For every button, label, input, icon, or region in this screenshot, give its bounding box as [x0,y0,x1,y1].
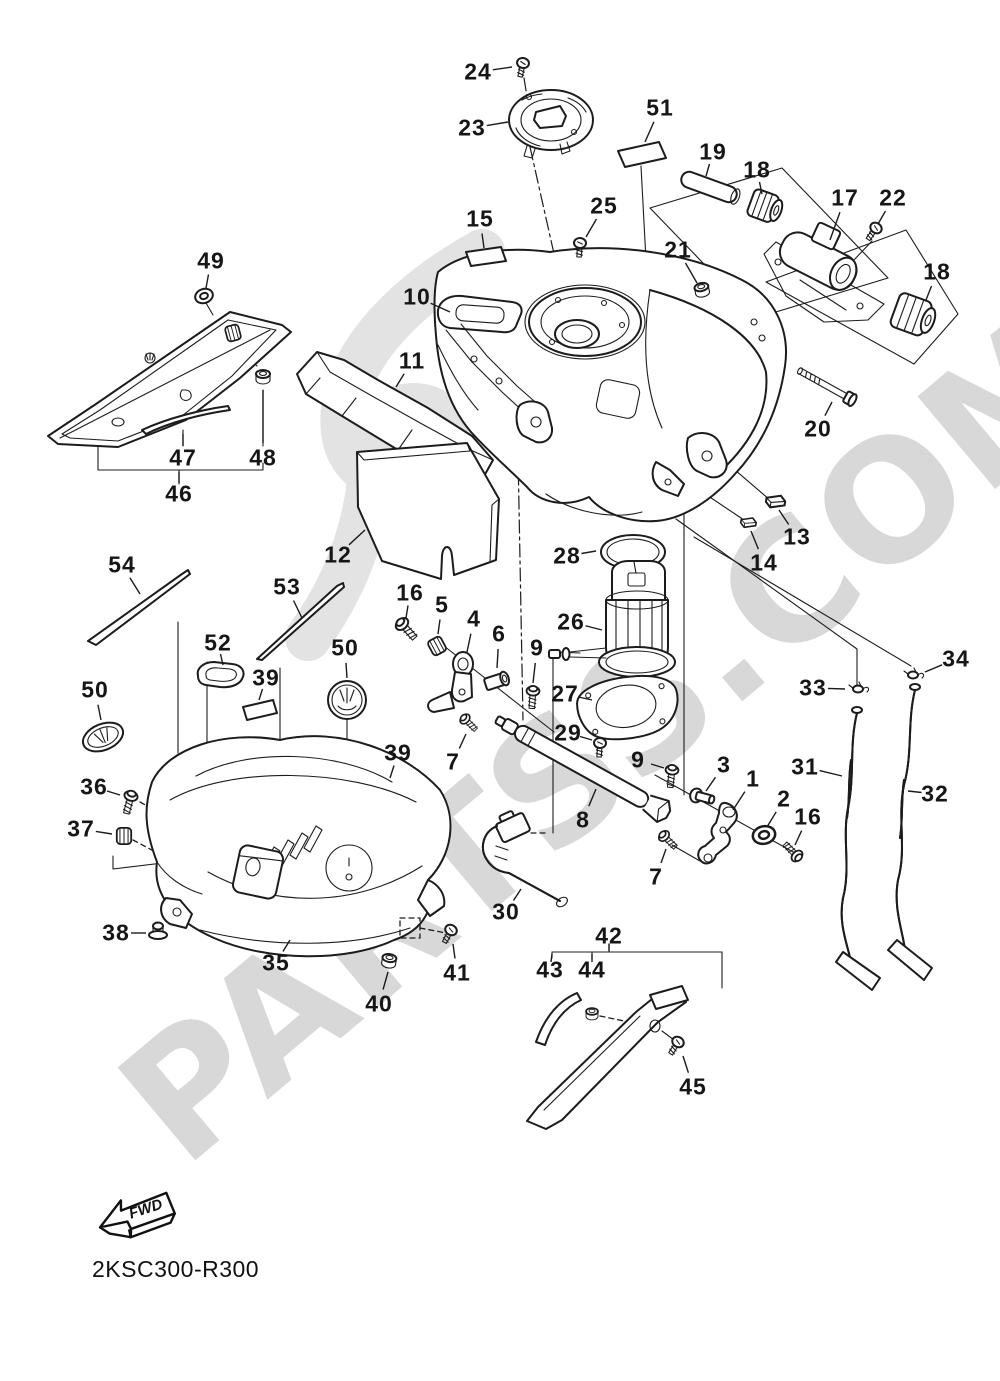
leader-line-12 [348,529,366,546]
part-31-hose [835,706,881,991]
leader-line-9 [650,763,665,769]
leader-line-26 [585,625,603,631]
leader-line-14 [750,530,760,550]
part-8-fuel-rail [494,715,672,823]
leader-line-33 [827,687,846,690]
leader-line-23 [486,121,509,127]
part-51-label [617,141,667,168]
part-4-bracket [427,651,474,713]
leader-line-51 [644,121,655,143]
leader-line-29 [579,735,593,741]
leader-line-9 [532,662,536,684]
leader-line-34 [924,664,943,673]
part-12-foam-pad [356,442,500,580]
leader-line-18 [925,285,933,301]
part-18-damper-front [746,188,784,223]
leader-line-25 [585,218,598,238]
leader-line-15 [481,233,485,249]
leader-line-35 [282,939,291,952]
leader-line-39 [389,765,395,779]
diagram-code: 2KSC300-R300 [92,1256,260,1282]
leader-line-53 [292,600,303,619]
part-50-emblem-oval [81,721,125,753]
leader-line-5 [437,619,441,635]
leader-line-31 [819,769,843,777]
leader-line-18 [758,181,763,195]
leader-line-3 [705,776,717,792]
part-35-tank-cover [145,735,452,958]
part-15-pad [465,246,507,267]
leader-line-50 [97,704,102,721]
leader-line-22 [877,210,887,225]
leader-line-24 [492,66,513,71]
part-46-side-cover [47,311,292,448]
leader-line-45 [682,1055,690,1073]
part-23-fuel-cap [508,89,594,159]
leader-line-30 [512,888,522,901]
leader-line-36 [106,790,121,796]
leader-line-1 [732,791,746,811]
part-50-emblem-round [327,680,367,720]
leader-line-52 [219,653,224,666]
leader-line-50 [345,662,348,679]
part-1-lever [697,801,738,865]
part-18-damper-rear [889,292,937,337]
leader-line-7 [458,733,467,749]
leader-line-27 [578,696,593,701]
leader-line-28 [581,550,597,555]
leader-line-43 [550,953,553,963]
leader-line-13 [778,509,790,525]
leader-line-54 [129,577,141,595]
leader-line-39 [258,688,264,701]
leader-line-11 [395,373,405,388]
part-30-hose [481,810,568,908]
part-6-collar [483,670,510,691]
part-53-strip [256,582,345,661]
leader-line-49 [205,274,210,289]
part-32-hose [887,683,933,981]
leader-line-41 [452,943,456,959]
leader-line-37 [95,830,113,835]
leader-line-19 [705,163,711,177]
leader-line-16 [405,605,409,619]
leader-line-8 [588,788,597,807]
part-3-collar [689,787,716,805]
leader-line-6 [496,648,499,669]
part-27-gasket [576,674,679,741]
leader-line-32 [907,790,922,794]
leader-line-10 [430,302,451,313]
part-52-plate [196,661,245,689]
leader-line-20 [824,401,833,417]
leader-line-16 [794,830,803,846]
leader-line-21 [684,262,698,284]
part-20-bolt [797,367,858,407]
part-19-tube [680,170,741,205]
leader-line-17 [829,211,841,241]
leader-line-7 [660,848,667,864]
part-43-strip [535,992,582,1046]
part-54-strip [87,569,191,646]
part-10-fuel-tank [433,247,787,523]
leader-line-2 [766,811,777,828]
part-42-rear-panel [526,985,689,1130]
part-26-fuel-pump [548,560,676,678]
leader-line-40 [382,971,389,990]
leader-line-4 [466,633,472,653]
part-38-rivet [148,921,168,940]
